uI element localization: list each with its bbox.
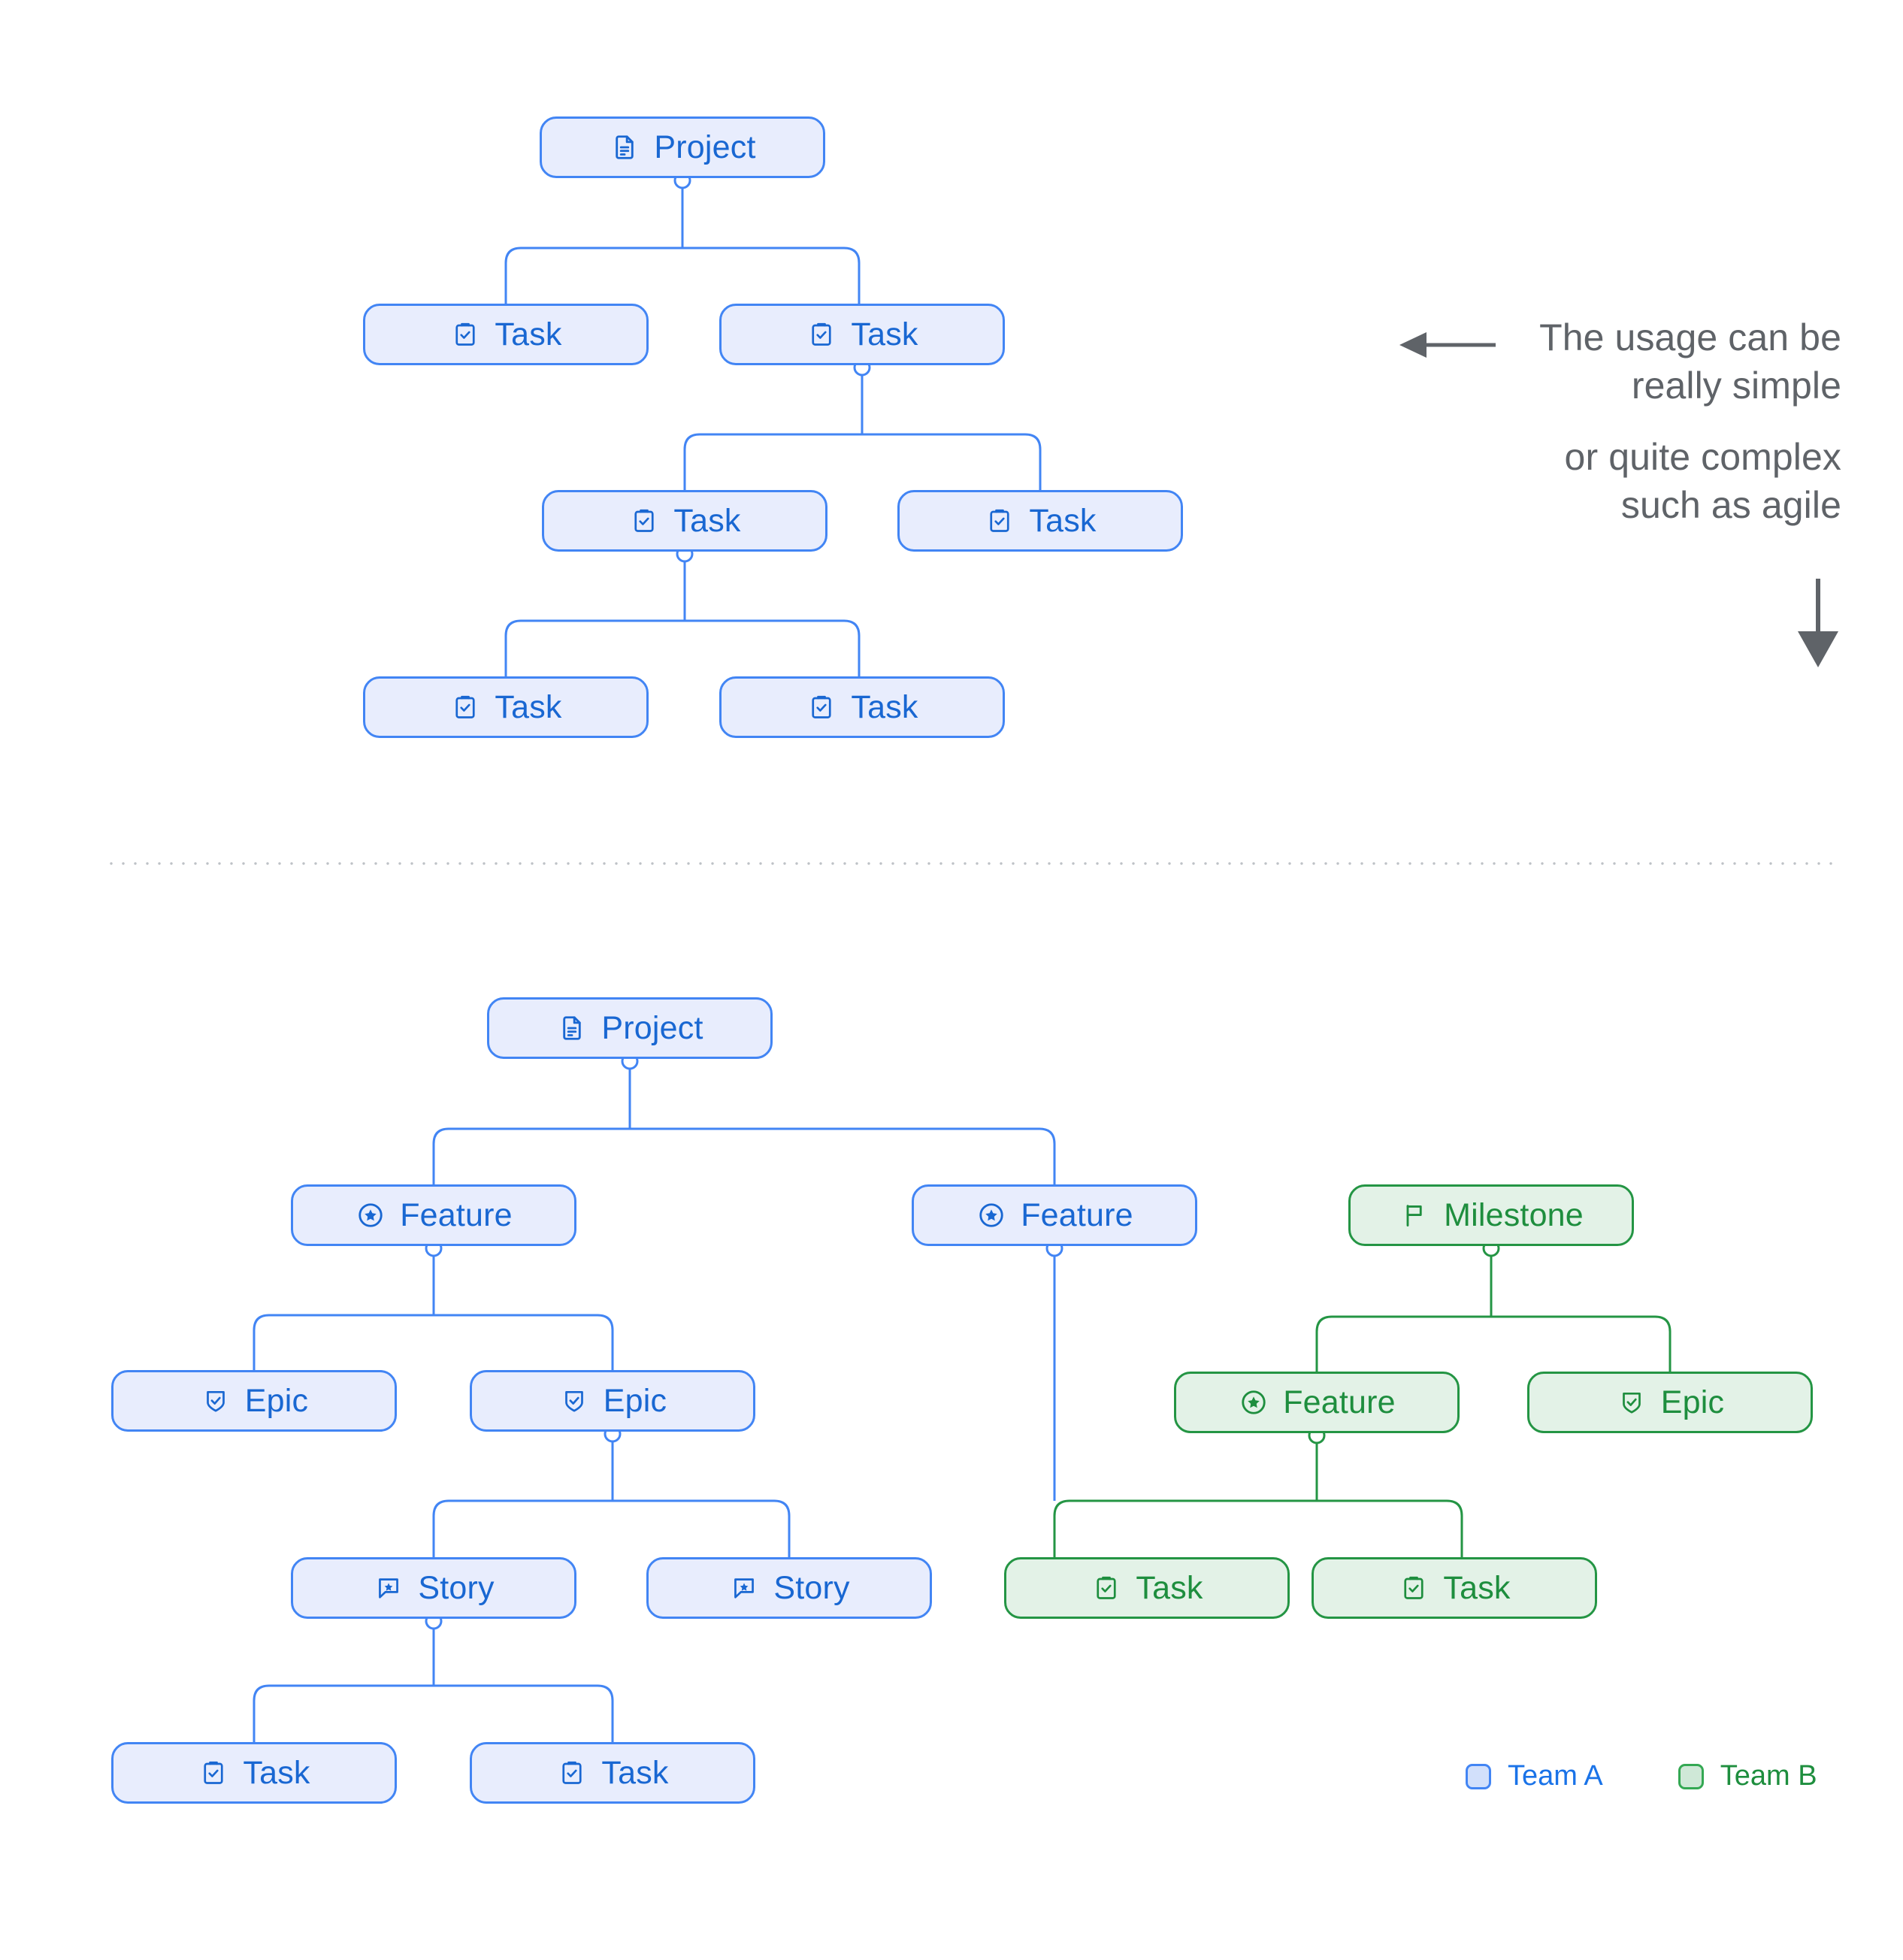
annotation-text: The usage can be really simple or quite … — [1278, 314, 1841, 529]
shield-check-icon — [200, 1385, 231, 1417]
edge-a-feature1-to-epics — [253, 1314, 614, 1370]
shield-check-icon — [1616, 1387, 1647, 1418]
node-label: Task — [495, 316, 562, 352]
annotation-line-3: or quite complex — [1564, 436, 1841, 478]
node-label: Epic — [603, 1382, 667, 1419]
annotation-line-2: really simple — [1631, 364, 1841, 407]
node-task[interactable]: Task — [542, 490, 827, 552]
node-milestone[interactable]: Milestone — [1348, 1184, 1634, 1246]
node-task[interactable]: Task — [363, 676, 649, 738]
node-label: Task — [851, 316, 918, 352]
node-epic[interactable]: Epic — [470, 1370, 755, 1432]
node-story[interactable]: Story — [646, 1557, 932, 1619]
legend-swatch-icon — [1678, 1763, 1704, 1789]
node-label: Task — [601, 1754, 669, 1791]
node-label: Milestone — [1444, 1196, 1584, 1233]
node-label: Story — [418, 1569, 495, 1606]
node-task[interactable]: Task — [470, 1742, 755, 1804]
chat-star-icon — [728, 1572, 760, 1604]
node-label: Task — [1136, 1569, 1203, 1606]
legend-item-team-b: Team B — [1678, 1760, 1817, 1792]
star-circle-icon — [976, 1199, 1007, 1231]
node-label: Epic — [1660, 1384, 1725, 1420]
edge-a-project-to-features — [432, 1127, 1056, 1184]
edge-project-to-tasks — [504, 247, 861, 304]
node-label: Task — [851, 688, 918, 725]
node-epic[interactable]: Epic — [111, 1370, 397, 1432]
edge-a-epic2-to-stories — [432, 1499, 791, 1557]
node-label: Feature — [1283, 1384, 1396, 1420]
node-task[interactable]: Task — [111, 1742, 397, 1804]
star-circle-icon — [1238, 1387, 1269, 1418]
node-project[interactable]: Project — [487, 997, 773, 1059]
node-task[interactable]: Task — [1312, 1557, 1597, 1619]
node-epic[interactable]: Epic — [1527, 1372, 1813, 1433]
node-feature[interactable]: Feature — [291, 1184, 576, 1246]
node-label: Epic — [244, 1382, 309, 1419]
node-label: Task — [243, 1754, 310, 1791]
clipboard-check-icon — [1091, 1572, 1122, 1604]
node-task[interactable]: Task — [897, 490, 1183, 552]
clipboard-check-icon — [449, 319, 481, 350]
edge-a-milestone-to-children — [1315, 1315, 1672, 1372]
annotation-line-1: The usage can be — [1539, 316, 1841, 358]
node-label: Project — [601, 1009, 703, 1046]
node-label: Feature — [400, 1196, 513, 1233]
node-story[interactable]: Story — [291, 1557, 576, 1619]
clipboard-check-icon — [628, 505, 660, 537]
clipboard-check-icon — [1398, 1572, 1430, 1604]
node-label: Task — [495, 688, 562, 725]
node-feature[interactable]: Feature — [1174, 1372, 1460, 1433]
shield-check-icon — [558, 1385, 590, 1417]
flag-icon — [1399, 1199, 1430, 1231]
legend-item-team-a: Team A — [1466, 1760, 1603, 1792]
edge-task3-to-tasks — [504, 619, 861, 676]
legend-label: Team B — [1720, 1760, 1817, 1792]
node-label: Task — [1443, 1569, 1511, 1606]
clipboard-check-icon — [449, 691, 481, 723]
annotation-line-4: such as agile — [1620, 483, 1841, 526]
legend-swatch-icon — [1466, 1763, 1491, 1789]
node-label: Story — [773, 1569, 850, 1606]
edge-a-story1-to-tasks — [253, 1684, 614, 1742]
clipboard-check-icon — [806, 691, 837, 723]
document-icon — [609, 132, 640, 163]
node-label: Task — [673, 502, 741, 539]
node-task[interactable]: Task — [719, 676, 1005, 738]
node-task[interactable]: Task — [363, 304, 649, 365]
node-label: Project — [654, 129, 756, 165]
node-project[interactable]: Project — [540, 116, 825, 178]
clipboard-check-icon — [556, 1757, 588, 1789]
clipboard-check-icon — [806, 319, 837, 350]
node-label: Feature — [1021, 1196, 1133, 1233]
section-divider — [105, 862, 1841, 865]
star-circle-icon — [355, 1199, 386, 1231]
node-label: Task — [1029, 502, 1097, 539]
node-task[interactable]: Task — [1004, 1557, 1290, 1619]
clipboard-check-icon — [984, 505, 1015, 537]
edge-task2-to-tasks — [683, 433, 1042, 490]
chat-star-icon — [373, 1572, 404, 1604]
edge-a-feature3-to-tasks — [1053, 1499, 1463, 1557]
node-feature[interactable]: Feature — [912, 1184, 1197, 1246]
clipboard-check-icon — [198, 1757, 229, 1789]
team-legend: Team A Team B — [1466, 1760, 1817, 1792]
legend-label: Team A — [1508, 1760, 1603, 1792]
node-task[interactable]: Task — [719, 304, 1005, 365]
arrow-down-head — [1798, 631, 1838, 667]
document-icon — [556, 1012, 588, 1044]
